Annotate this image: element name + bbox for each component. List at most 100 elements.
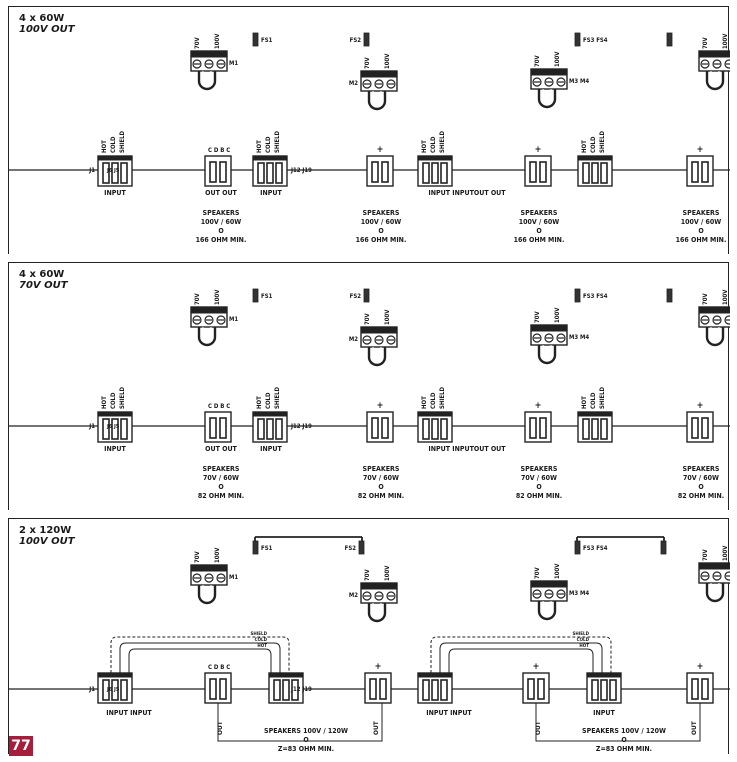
speaker-note-1-line-0: SPEAKERS	[203, 209, 240, 217]
module-m2-link	[367, 347, 387, 367]
panel-title: 4 x 60W 70V OUT	[19, 269, 68, 291]
module-m3-m4-link-inner	[542, 601, 552, 616]
speaker-note-2-line-0: SPEAKERS	[363, 465, 400, 473]
out-terminal-1-pin	[209, 417, 217, 439]
panel-title-sub: 100V OUT	[19, 536, 75, 547]
speaker-terminal-1-plus: +	[375, 662, 382, 672]
module-m1-block-top	[190, 50, 228, 58]
input-terminal-1-slot	[111, 679, 119, 701]
out-terminal-1-pin	[219, 161, 227, 183]
speaker-note-2-line-1: 70V / 60W	[363, 474, 399, 482]
input-terminal-4-top	[577, 411, 613, 417]
speaker-note-3-line-2: O	[536, 227, 542, 235]
module-m2-tap-100v: 100V	[384, 53, 391, 69]
speaker-terminal-2-pin	[537, 678, 545, 700]
module-m3-m4-tap-100v: 100V	[554, 51, 561, 67]
input-terminal-2-slot	[257, 162, 265, 184]
speaker-terminal-1-body	[366, 155, 394, 187]
module-5-tap-70v: 70V	[702, 36, 709, 49]
jack-j6-j5: J6 J5	[106, 687, 120, 693]
speaker-note-3-line-1: 100V / 60W	[519, 218, 559, 226]
speaker-terminal-2-pin	[529, 417, 537, 439]
fuse-fs1-body	[252, 540, 259, 555]
input-terminal-2-slot	[282, 679, 290, 701]
speaker-note-4-line-2: O	[698, 483, 704, 491]
module-5-tap-100v: 100V	[722, 545, 729, 561]
speaker-note-4-line-2: O	[698, 227, 704, 235]
bus-label-shield: SHIELD	[250, 631, 267, 637]
input-terminal-2-slot	[257, 418, 265, 440]
speaker-terminal-2-body	[522, 672, 550, 704]
input-terminal-2-top	[252, 411, 288, 417]
input-terminal-1-pin-shield: SHIELD	[119, 130, 126, 153]
input-terminal-1-slot	[120, 162, 128, 184]
module-m1-tap-100v: 100V	[214, 547, 221, 563]
input-terminal-4-slot	[591, 679, 599, 701]
module-5-link-inner	[710, 583, 720, 598]
input-terminal-2-pin-hot: HOT	[256, 140, 263, 153]
speaker-terminal-3-pin	[691, 417, 699, 439]
speaker-terminal-3-pin	[701, 161, 709, 183]
input-terminal-4-pin-cold: COLD	[590, 136, 597, 153]
input-terminal-2-pin-cold: COLD	[265, 392, 272, 409]
input-terminal-1-pin-cold: COLD	[110, 136, 117, 153]
speaker-note-4-line-0: SPEAKERS	[683, 465, 720, 473]
module-m1-tap-70v: 70V	[194, 36, 201, 49]
speaker-terminal-2-pin	[529, 161, 537, 183]
input-terminal-3-pin-cold: COLD	[430, 392, 437, 409]
input-terminal-2-pin-shield: SHIELD	[274, 130, 281, 153]
jack-j1: J1	[88, 423, 95, 430]
bus-wire-0-0	[110, 636, 290, 673]
label-input-input-2: INPUT INPUT	[426, 709, 472, 717]
speaker-note-4-line-1: 70V / 60W	[683, 474, 719, 482]
input-terminal-4-pin-shield: SHIELD	[599, 386, 606, 409]
speaker-terminal-1-body	[366, 411, 394, 443]
speaker-note-3-line-0: SPEAKERS	[521, 209, 558, 217]
input-terminal-4-slot	[600, 162, 608, 184]
speaker-note-1-line-1: 100V / 60W	[201, 218, 241, 226]
module-m3-m4-link-inner	[542, 89, 552, 104]
input-terminal-3-slot	[440, 162, 448, 184]
input-terminal-3-slot	[440, 418, 448, 440]
module-m2-block-top	[360, 582, 398, 590]
out-terminal-1-pin	[219, 417, 227, 439]
module-5-tap-70v: 70V	[702, 292, 709, 305]
speaker-note-1-line-1: O	[303, 736, 309, 744]
input-terminal-3-slot	[440, 679, 448, 701]
input-terminal-3-top	[417, 411, 453, 417]
speaker-note-2-line-0: SPEAKERS	[363, 209, 400, 217]
speaker-note-3-line-1: 70V / 60W	[521, 474, 557, 482]
label-input-input-1: INPUT INPUT	[106, 709, 152, 717]
fuse-unlabeled-body	[660, 540, 667, 555]
jack-j1: J1	[88, 167, 95, 174]
fuse-fs1-label: FS1	[261, 293, 273, 300]
speaker-note-3-line-0: SPEAKERS	[521, 465, 558, 473]
label-input-2: INPUT	[260, 189, 282, 197]
module-5-link-inner	[710, 327, 720, 342]
speaker-terminal-1-pin	[381, 161, 389, 183]
module-m1-block-top	[190, 306, 228, 314]
module-m3-m4-link	[537, 345, 557, 365]
speaker-note-1-line-1: 70V / 60W	[203, 474, 239, 482]
module-5-link	[705, 583, 725, 603]
speaker-note-2-line-1: 100V / 60W	[361, 218, 401, 226]
input-terminal-3-pin-shield: SHIELD	[439, 386, 446, 409]
module-m3-m4-label: M3 M4	[569, 590, 589, 597]
input-terminal-1-slot	[120, 679, 128, 701]
input-terminal-1-pin-shield: SHIELD	[119, 386, 126, 409]
out-terminal-1-body	[204, 155, 232, 187]
module-5-block-top	[698, 562, 730, 570]
input-terminal-3-slot	[422, 418, 430, 440]
panel-title-sub: 70V OUT	[19, 280, 68, 291]
speaker-note-2-line-2: O	[378, 483, 384, 491]
module-m1-link-inner	[202, 71, 212, 86]
speaker-note-1-line-2: O	[218, 483, 224, 491]
input-terminal-1-slot	[102, 679, 110, 701]
speaker-terminal-2-body	[524, 411, 552, 443]
speaker-note-3-line-3: 166 OHM MIN.	[514, 236, 565, 244]
speaker-terminal-2-plus: +	[535, 401, 542, 411]
label-input-3: INPUT	[593, 709, 615, 717]
module-m3-m4-tap-100v: 100V	[554, 307, 561, 323]
speaker-note-1-line-3: 82 OHM MIN.	[198, 492, 244, 500]
out-label-2: OUT	[372, 721, 380, 735]
